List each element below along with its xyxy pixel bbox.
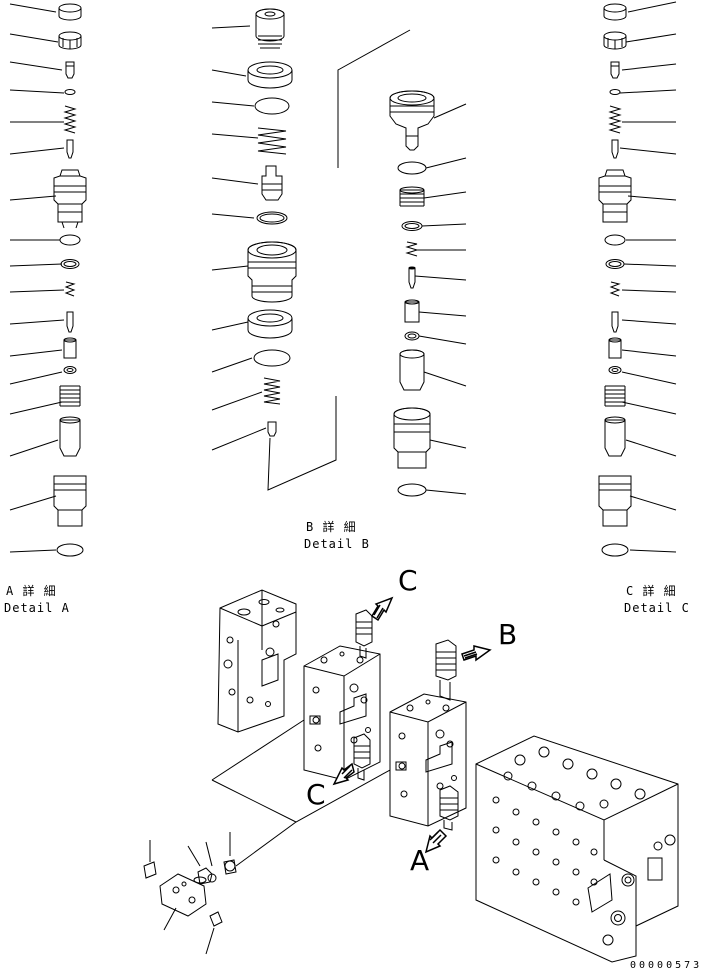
arrow-c-lower [332,762,355,786]
detail-a-label-jp: A 詳 細 [6,584,57,598]
detail-a-parts [9,3,87,557]
detail-a-leaders [9,3,65,553]
arrow-b [461,645,492,662]
detail-b-label-en: Detail B [304,537,370,551]
main-valve-block [475,735,679,963]
detail-b-right-leaders [414,103,467,495]
detail-b-parts [211,8,467,497]
detail-c-leaders [619,1,677,553]
detail-c-label-en: Detail C [624,601,690,615]
callout-c-upper: C [398,564,418,597]
section-valve-c-upper [355,609,373,659]
detail-c-label-jp: C 詳 細 [626,584,677,598]
callout-b: B [498,618,518,651]
detail-b-label-jp: B 詳 細 [306,520,357,534]
middle-section-block-2 [389,693,467,827]
cover-plate-parts [143,832,237,955]
section-valve-b [435,639,457,701]
callout-c-lower: C [306,778,326,811]
middle-section-block-1 [303,645,381,781]
arrow-c-upper [370,596,394,622]
section-valve-a [439,785,459,831]
drawing-code: 00000573 [630,960,703,971]
back-section-block [217,589,297,733]
detail-c-parts [598,1,677,557]
callout-a: A [410,844,430,877]
detail-b-left-leaders [211,25,267,451]
arrow-a [424,828,448,854]
valve-assembly [143,589,679,963]
section-valve-c-lower [353,733,371,781]
detail-a-label-en: Detail A [4,601,70,615]
